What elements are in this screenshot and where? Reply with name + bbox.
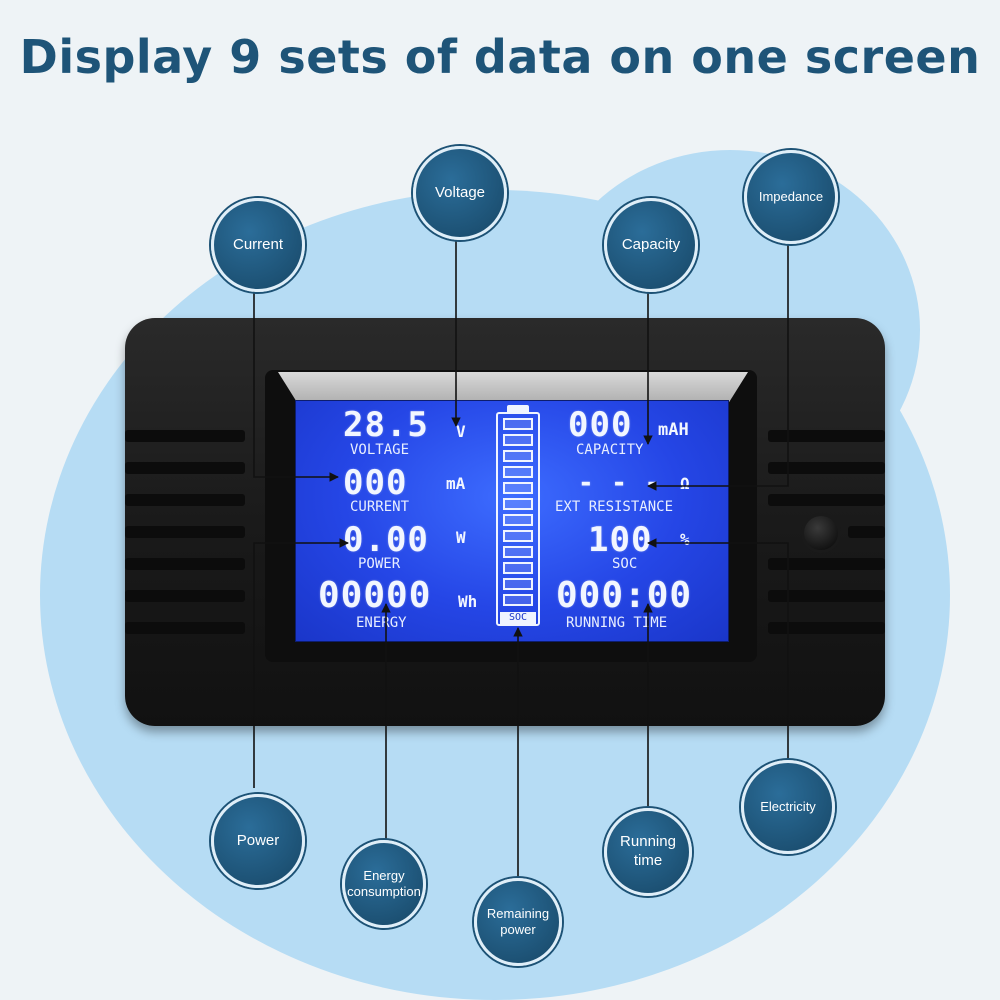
callout-energy-consumption: Energy consumption — [342, 840, 426, 928]
battery-cell — [503, 530, 533, 542]
battery-cell — [503, 562, 533, 574]
battery-cap — [507, 405, 529, 412]
capacity-unit: mAH — [658, 420, 689, 440]
headline: Display 9 sets of data on one screen — [19, 30, 981, 84]
resistance-unit: Ω — [680, 474, 690, 493]
battery-cell — [503, 546, 533, 558]
callout-current: Current — [211, 198, 305, 292]
current-label: CURRENT — [350, 499, 410, 515]
battery-cell — [503, 482, 533, 494]
capacity-readout: 000 — [568, 405, 633, 445]
running-time-label: RUNNING TIME — [566, 615, 668, 631]
soc-readout: 100 — [588, 520, 653, 560]
callout-capacity: Capacity — [604, 198, 698, 292]
energy-unit: Wh — [458, 592, 478, 611]
energy-label: ENERGY — [356, 615, 407, 631]
callout-remaining-power: Remaining power — [474, 878, 562, 966]
control-knob-button[interactable] — [804, 516, 838, 550]
callout-electricity: Electricity — [741, 760, 835, 854]
battery-cell — [503, 418, 533, 430]
battery-cell — [503, 450, 533, 462]
battery-cell — [503, 434, 533, 446]
resistance-readout: - - - — [578, 468, 662, 498]
callout-impedance: Impedance — [744, 150, 838, 244]
power-unit: W — [456, 528, 466, 547]
battery-cell — [503, 498, 533, 510]
soc-label: SOC — [612, 556, 638, 572]
battery-cell — [503, 514, 533, 526]
power-readout: 0.00 — [343, 520, 429, 560]
voltage-readout: 28.5 — [343, 405, 429, 445]
battery-cell — [503, 594, 533, 606]
resistance-label: EXT RESISTANCE — [555, 499, 674, 515]
current-readout: 000 — [343, 463, 408, 503]
power-label: POWER — [358, 556, 401, 572]
running-time-readout: 000:00 — [556, 575, 693, 616]
battery-cell — [503, 466, 533, 478]
soc-unit: % — [680, 530, 690, 549]
voltage-unit: V — [456, 422, 466, 441]
lcd-bezel — [278, 372, 748, 402]
callout-running-time: Running time — [604, 808, 692, 896]
energy-readout: 00000 — [318, 575, 432, 616]
battery-cell — [503, 578, 533, 590]
voltage-label: VOLTAGE — [350, 442, 410, 458]
current-unit: mA — [446, 474, 466, 493]
callout-power: Power — [211, 794, 305, 888]
callout-voltage: Voltage — [413, 146, 507, 240]
capacity-label: CAPACITY — [576, 442, 644, 458]
battery-soc-tag: SOC — [500, 612, 536, 624]
battery-gauge — [496, 412, 540, 626]
